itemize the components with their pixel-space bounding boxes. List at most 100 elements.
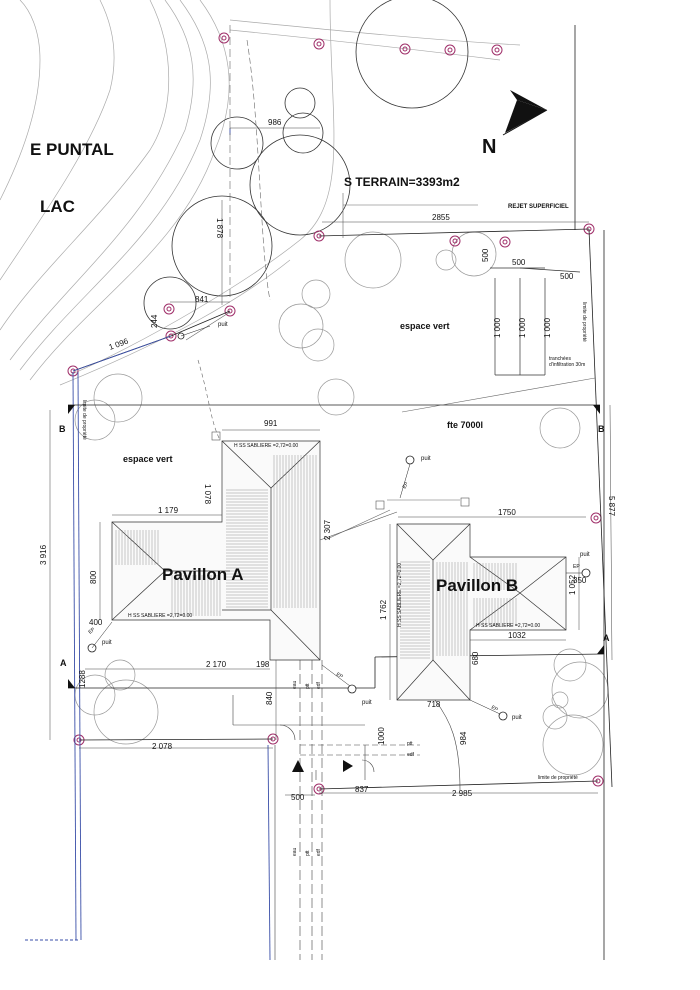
section-a-left: A	[60, 658, 67, 668]
dim-840: 840	[265, 691, 274, 705]
eau-label: eau	[292, 680, 298, 689]
sabliere-a2: H SS SABLIERE =2,72=0.00	[128, 613, 192, 619]
puit-label-2: puit	[421, 456, 431, 462]
eau-label-2: eau	[292, 847, 298, 856]
connector	[211, 431, 470, 541]
puit-label-6: puit	[580, 552, 590, 558]
pavillon-b-hatch	[400, 561, 517, 659]
terrain-area: S TERRAIN=3393m2	[344, 175, 460, 189]
dim-986: 986	[268, 118, 282, 127]
north-arrow	[502, 90, 548, 136]
dimension-lines	[49, 127, 613, 796]
tree-markers	[67, 32, 604, 795]
dim-1750: 1750	[498, 508, 516, 517]
ep-label-6: EP	[573, 564, 580, 570]
espace-vert-label-1: espace vert	[400, 321, 450, 331]
trees	[143, 0, 469, 330]
dim-400: 400	[89, 618, 103, 627]
dim-984: 984	[459, 731, 468, 745]
dim-1032: 1032	[508, 631, 526, 640]
pavillon-b	[396, 523, 567, 701]
edf-label-3: edf	[316, 848, 322, 856]
edf-label: edf	[316, 681, 322, 689]
section-markers	[68, 405, 604, 688]
dim-2985: 2 985	[452, 789, 473, 798]
sabliere-a1: H SS SABLIERE =2,72=0.00	[234, 443, 298, 449]
access-arrows	[292, 760, 353, 772]
dim-2170: 2 170	[206, 660, 227, 669]
dim-1000c: 1 000	[543, 317, 552, 338]
dim-1096: 1 096	[108, 336, 130, 351]
dim-800: 800	[89, 570, 98, 584]
limite-label-2: limite de propriété	[81, 400, 87, 440]
dim-500d: 500	[291, 793, 305, 802]
dim-198: 198	[256, 660, 270, 669]
tranchees-label-2: d'infiltration 30m	[549, 362, 585, 368]
ptt-label-2: ptt	[407, 741, 413, 747]
puit-label-1: puit	[218, 322, 228, 328]
dim-500b: 500	[512, 258, 526, 267]
dim-1078: 1 078	[203, 484, 212, 505]
dim-841: 841	[195, 295, 209, 304]
ep-label-4: EP	[335, 672, 344, 681]
section-lines	[68, 404, 605, 689]
dim-1000a: 1 000	[493, 317, 502, 338]
dim-1000b: 1 000	[518, 317, 527, 338]
pavillon-a-label: Pavillon A	[162, 565, 244, 584]
pavillon-a	[111, 440, 321, 661]
ptt-label-3: ptt	[305, 850, 311, 856]
small-trees	[74, 231, 609, 776]
property-boundary	[72, 25, 613, 960]
dim-2307: 2 307	[323, 519, 332, 540]
ep-label-3: EP	[87, 626, 96, 635]
lake-label-1: E PUNTAL	[30, 140, 114, 159]
dim-837: 837	[355, 785, 369, 794]
ep-label-5: EP	[490, 705, 499, 714]
dim-350: 350	[573, 576, 587, 585]
limite-label-1: limite de propriété	[581, 302, 587, 342]
ptt-label: ptt	[305, 683, 311, 689]
dim-1762: 1 762	[379, 599, 388, 620]
puit-label-5: puit	[512, 715, 522, 721]
dim-1179: 1 179	[158, 506, 179, 515]
dim-1878: 1 878	[215, 218, 224, 239]
lake-label-2: LAC	[40, 197, 75, 216]
dim-680: 680	[471, 651, 480, 665]
pavillon-b-label: Pavillon B	[436, 576, 518, 595]
networks	[232, 660, 461, 960]
lake-shoreline	[0, 0, 521, 386]
dim-1000d: 1000	[377, 727, 386, 745]
tranchees-label-1: tranchées	[549, 356, 571, 362]
dim-718: 718	[427, 700, 441, 709]
espace-vert-label-2: espace vert	[123, 454, 173, 464]
pavillon-a-hatch	[115, 455, 317, 616]
infiltration-trenches	[490, 267, 581, 376]
dim-500a: 500	[481, 248, 490, 262]
limite-label-3: limite de propriété	[538, 775, 578, 781]
dim-1288: 1288	[78, 670, 87, 688]
puit-label-3: puit	[102, 640, 112, 646]
well-connectors	[91, 325, 582, 715]
dim-5877: 5 877	[607, 496, 616, 517]
puit-label-4: puit	[362, 700, 372, 706]
dim-1052: 1 052	[568, 574, 577, 595]
north-label: N	[482, 136, 496, 158]
ep-label-2: EP	[402, 481, 411, 490]
edf-label-2: edf	[407, 752, 415, 758]
rejet-label: REJET SUPERFICIEL	[508, 204, 569, 210]
sabliere-b2: H SS SABLIERE =2,72=0.00	[476, 623, 540, 629]
section-a-right: A	[603, 633, 610, 643]
dim-3916: 3 916	[39, 544, 48, 565]
sabliere-b1: H SS SABLIERE =2,72=0.00	[397, 563, 403, 627]
fosse-label: fte 7000l	[447, 420, 483, 430]
dim-500c: 500	[560, 272, 574, 281]
terrain-lines	[185, 25, 596, 541]
dim-991: 991	[264, 419, 278, 428]
blue-pipe	[25, 128, 271, 961]
section-b-right: B	[598, 424, 605, 434]
dim-244: 244	[150, 314, 159, 328]
section-b-left: B	[59, 424, 66, 434]
dim-2855: 2855	[432, 213, 450, 222]
dim-2078: 2 078	[152, 742, 173, 751]
